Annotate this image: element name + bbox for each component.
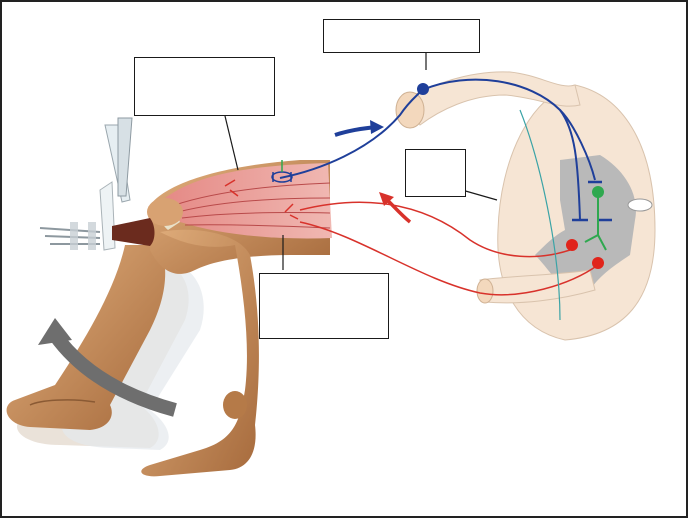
label-box-muscle-spindle bbox=[134, 57, 275, 116]
motor-neuron-cell-body-1 bbox=[566, 239, 578, 251]
label-box-motor-neuron bbox=[259, 273, 389, 339]
motor-neuron-cell-body-2 bbox=[592, 257, 604, 269]
spinal-cord-section bbox=[396, 72, 655, 340]
ankle-bone bbox=[223, 391, 247, 419]
kneecap bbox=[147, 198, 183, 226]
interneuron-cell-body bbox=[592, 186, 604, 198]
sensory-direction-arrow bbox=[335, 120, 384, 135]
sensory-neuron-cell-body bbox=[417, 83, 429, 95]
label-box-sensory-neuron bbox=[323, 19, 480, 53]
reflex-hammer bbox=[40, 118, 155, 250]
label-box-spinal-cord bbox=[405, 149, 466, 197]
